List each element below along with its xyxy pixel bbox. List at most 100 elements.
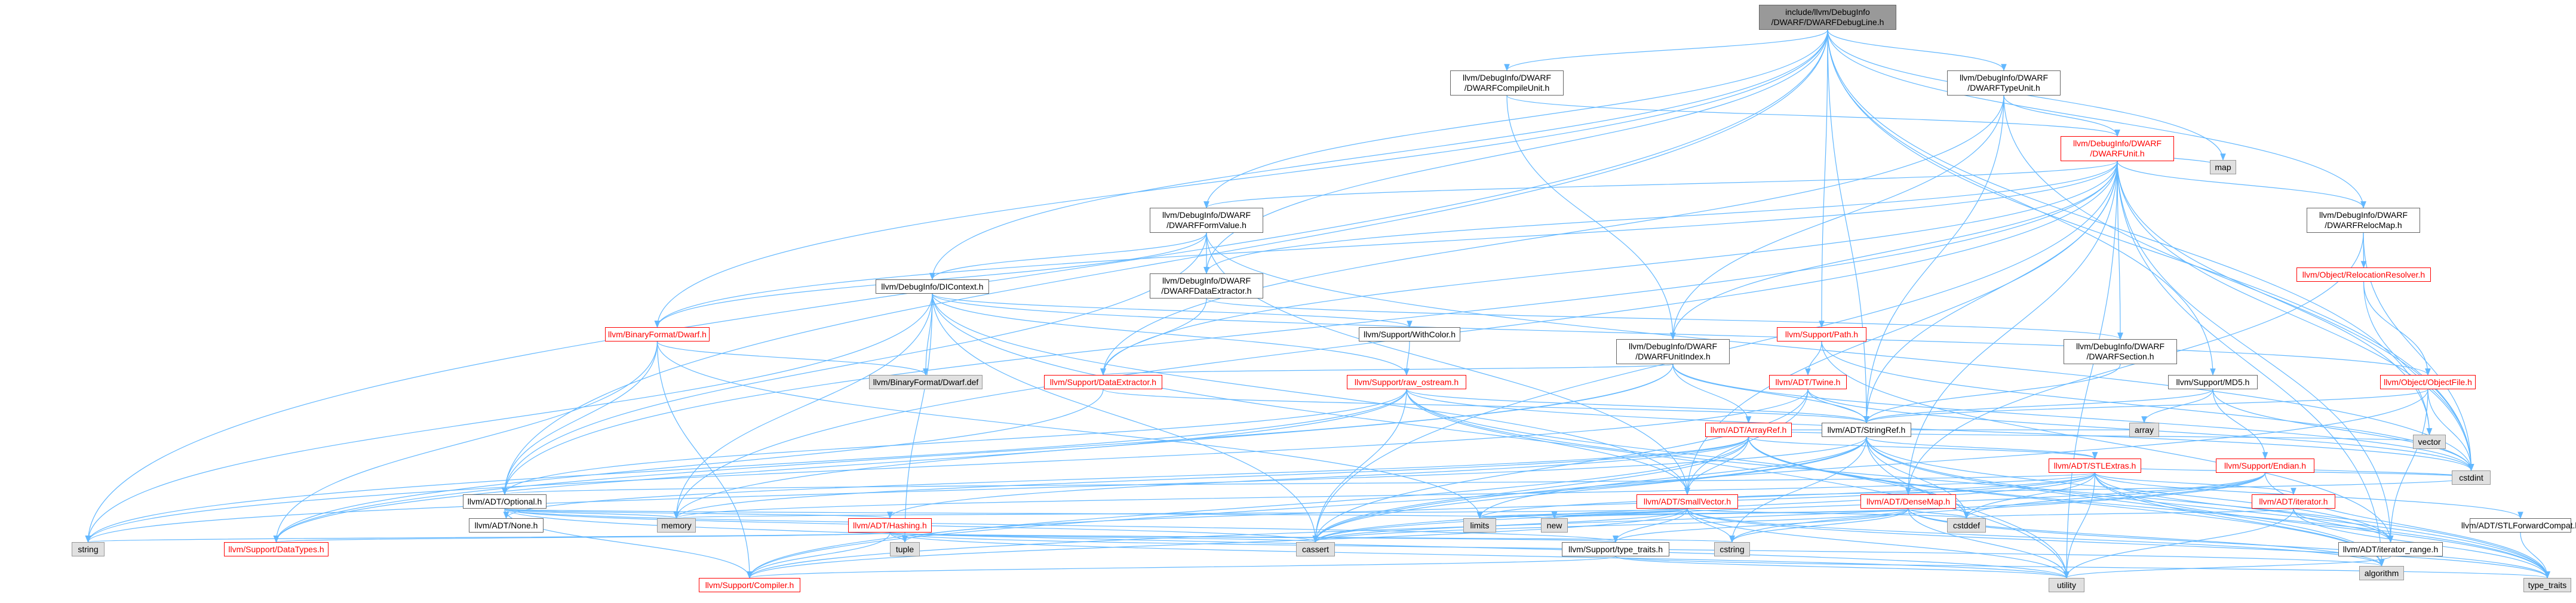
include-edge xyxy=(1827,29,2474,472)
system-array[interactable]: array xyxy=(2129,423,2159,437)
include-edge xyxy=(1748,436,2550,579)
system-algorithm[interactable]: algorithm xyxy=(2359,566,2404,580)
node-dense-map[interactable]: llvm/ADT/DenseMap.h xyxy=(1860,494,1956,509)
node-dwarf-section[interactable]: llvm/DebugInfo/DWARF/DWARFSection.h xyxy=(2064,339,2177,364)
node-with-color[interactable]: llvm/Support/WithColor.h xyxy=(1359,327,1460,342)
system-memory[interactable]: memory xyxy=(657,518,696,533)
include-edge xyxy=(1312,436,1867,543)
include-edge xyxy=(1206,232,1690,496)
node-stlforwardcompat[interactable]: llvm/ADT/STLForwardCompat.h xyxy=(2461,518,2576,533)
system-vector[interactable]: vector xyxy=(2413,435,2446,449)
include-edge xyxy=(1827,29,2216,376)
node-raw-ostream[interactable]: llvm/Support/raw_ostream.h xyxy=(1347,375,1466,389)
node-objectfile-node[interactable]: llvm/Object/ObjectFile.h xyxy=(2380,375,2476,389)
include-edge xyxy=(1206,232,2474,472)
node-compiler[interactable]: llvm/Support/Compiler.h xyxy=(699,578,800,592)
node-unit-index[interactable]: llvm/DebugInfo/DWARF/DWARFUnitIndex.h xyxy=(1616,339,1730,364)
node-form-value[interactable]: llvm/DebugInfo/DWARF/DWARFFormValue.h xyxy=(1150,208,1263,233)
include-edge xyxy=(1312,508,1688,543)
node-type-traits-support[interactable]: llvm/Support/type_traits.h xyxy=(1562,542,1669,556)
node-support-path[interactable]: llvm/Support/Path.h xyxy=(1777,327,1866,342)
include-edge xyxy=(932,293,1319,543)
node-none[interactable]: llvm/ADT/None.h xyxy=(469,518,544,533)
node-twine[interactable]: llvm/ADT/Twine.h xyxy=(1769,375,1847,389)
include-edge xyxy=(747,532,891,579)
node-stl-extras[interactable]: llvm/ADT/STLExtras.h xyxy=(2049,459,2141,473)
include-edge xyxy=(502,389,1407,496)
include-edge xyxy=(654,161,2118,328)
node-string-ref[interactable]: llvm/ADT/StringRef.h xyxy=(1822,423,1911,437)
node-iterator-range[interactable]: llvm/ADT/iterator_range.h xyxy=(2338,542,2443,556)
node-root[interactable]: include/llvm/DebugInfo/DWARF/DWARFDebugL… xyxy=(1759,5,1896,30)
node-array-ref[interactable]: llvm/ADT/ArrayRef.h xyxy=(1705,423,1792,437)
node-endian[interactable]: llvm/Support/Endian.h xyxy=(2216,459,2314,473)
include-edge xyxy=(1406,389,1869,424)
include-edge xyxy=(1406,389,2550,579)
include-edge xyxy=(1552,508,1909,519)
node-md5[interactable]: llvm/Support/MD5.h xyxy=(2168,375,2258,389)
include-edge xyxy=(1615,556,2070,579)
include-edge xyxy=(2117,161,2474,472)
include-edge xyxy=(889,532,1318,543)
system-new[interactable]: new xyxy=(1541,518,1568,533)
include-edge xyxy=(1312,472,2266,543)
node-hashing[interactable]: llvm/ADT/Hashing.h xyxy=(848,518,932,533)
node-binary-dwarf-def[interactable]: llvm/BinaryFormat/Dwarf.def xyxy=(869,375,982,389)
include-edge xyxy=(273,364,1674,543)
include-edge xyxy=(1805,341,1822,376)
node-relocmap[interactable]: llvm/DebugInfo/DWARF/DWARFRelocMap.h xyxy=(2307,208,2420,233)
node-support-data-extractor[interactable]: llvm/Support/DataExtractor.h xyxy=(1044,375,1162,389)
include-edge xyxy=(1748,436,2098,460)
system-type-traits[interactable]: type_traits xyxy=(2523,578,2571,592)
include-edge xyxy=(1504,29,1828,72)
include-edge xyxy=(747,508,1688,579)
node-adt-iterator[interactable]: llvm/ADT/iterator.h xyxy=(2252,494,2335,509)
include-edge xyxy=(1866,436,1970,519)
system-utility[interactable]: utility xyxy=(2049,578,2084,592)
include-edge xyxy=(2141,389,2213,424)
include-edge xyxy=(889,532,908,543)
include-edge xyxy=(273,389,1407,543)
include-edge xyxy=(502,472,2096,496)
include-edge xyxy=(1670,95,2004,340)
include-edge xyxy=(1506,95,1676,340)
system-cstdint[interactable]: cstdint xyxy=(2452,470,2491,485)
node-compile-unit[interactable]: llvm/DebugInfo/DWARF/DWARFCompileUnit.h xyxy=(1450,70,1564,96)
include-edge xyxy=(1100,95,2004,376)
include-edge xyxy=(2117,161,2123,340)
include-edge xyxy=(1101,364,1674,376)
include-edge xyxy=(504,508,892,519)
node-small-vector[interactable]: llvm/ADT/SmallVector.h xyxy=(1637,494,1738,509)
node-dwarf-unit[interactable]: llvm/DebugInfo/DWARF/DWARFUnit.h xyxy=(2061,136,2174,161)
node-type-unit[interactable]: llvm/DebugInfo/DWARF/DWARFTypeUnit.h xyxy=(1947,70,2061,96)
include-edge xyxy=(889,532,1734,543)
system-tuple[interactable]: tuple xyxy=(890,542,920,556)
include-edge xyxy=(1203,161,2118,209)
node-data-types[interactable]: llvm/Support/DataTypes.h xyxy=(224,542,328,556)
node-dwarf-data-extractor[interactable]: llvm/DebugInfo/DWARF/DWARFDataExtractor.… xyxy=(1150,273,1263,299)
include-edge xyxy=(2117,161,2366,209)
system-string[interactable]: string xyxy=(72,542,105,556)
include-edge xyxy=(2094,472,2394,543)
include-edge xyxy=(929,232,1207,281)
include-edge xyxy=(1963,472,2096,519)
include-edge xyxy=(2363,281,2431,376)
node-relocation-resolver[interactable]: llvm/Object/RelocationResolver.h xyxy=(2296,267,2431,282)
system-cassert[interactable]: cassert xyxy=(1296,542,1335,556)
include-edge xyxy=(887,436,1749,519)
node-optional[interactable]: llvm/ADT/Optional.h xyxy=(463,494,546,509)
include-edge xyxy=(932,293,2431,376)
include-edge xyxy=(1863,161,2118,424)
include-edge xyxy=(747,436,1749,579)
include-edge xyxy=(2003,95,2474,472)
system-map[interactable]: map xyxy=(2210,160,2236,174)
node-binary-dwarf[interactable]: llvm/BinaryFormat/Dwarf.h xyxy=(605,327,710,342)
system-cstring[interactable]: cstring xyxy=(1714,542,1750,556)
node-dicontext[interactable]: llvm/DebugInfo/DIContext.h xyxy=(876,279,989,294)
include-edge xyxy=(85,436,1867,543)
system-cstddef[interactable]: cstddef xyxy=(1947,518,1986,533)
include-edge xyxy=(85,389,1809,543)
include-edge xyxy=(675,508,1688,519)
system-limits[interactable]: limits xyxy=(1463,518,1496,533)
include-edge xyxy=(1100,298,1207,376)
